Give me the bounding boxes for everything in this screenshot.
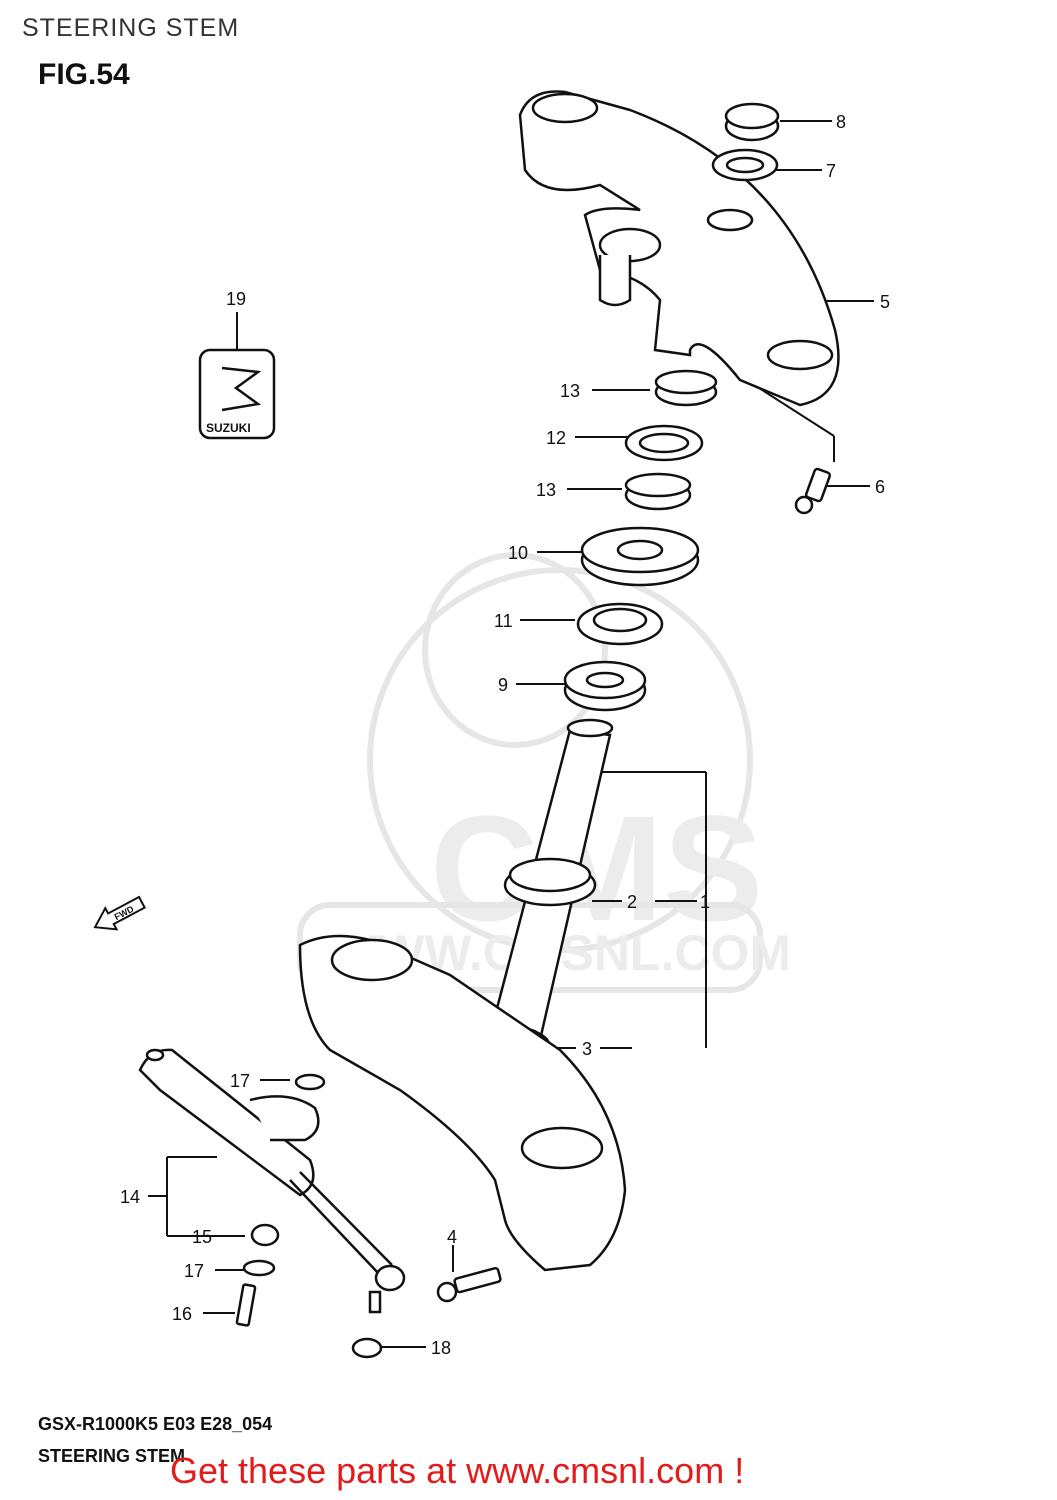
callout-numbers: 8 7 5 19 13 12 6 13 10 11 9 2 1 3 17 14 …	[120, 112, 890, 1358]
callout: 11	[494, 611, 513, 631]
callout: 18	[431, 1338, 451, 1358]
callout: 13	[560, 381, 580, 401]
callout: 9	[498, 675, 508, 695]
callout: 5	[880, 292, 890, 312]
upper-bracket	[518, 90, 840, 407]
callout: 8	[836, 112, 846, 132]
model-code: GSX-R1000K5 E03 E28_054	[38, 1414, 273, 1434]
callout: 14	[120, 1187, 140, 1207]
promo-link[interactable]: Get these parts at www.cmsnl.com !	[170, 1450, 745, 1491]
callout: 13	[536, 480, 556, 500]
callout: 15	[192, 1227, 212, 1247]
callout: 6	[875, 477, 885, 497]
suzuki-logo-text: SUZUKI	[206, 421, 251, 435]
callout: 4	[447, 1227, 457, 1247]
callout: 3	[582, 1039, 592, 1059]
callout: 7	[826, 161, 836, 181]
callout: 12	[546, 428, 566, 448]
callout: 16	[172, 1304, 192, 1324]
figure-number: FIG.54	[38, 58, 130, 91]
page-heading: STEERING STEM	[22, 14, 240, 42]
callout: 19	[226, 289, 246, 309]
footer-title: STEERING STEM	[38, 1446, 186, 1466]
callout: 17	[230, 1071, 250, 1091]
forward-arrow-icon: FWD	[93, 895, 147, 931]
parts: SUZUKI	[138, 90, 840, 1359]
callout: 2	[627, 892, 637, 912]
leader-lines	[148, 120, 874, 1348]
lower-bracket	[298, 934, 627, 1272]
callout: 17	[184, 1261, 204, 1281]
callout: 1	[700, 892, 710, 912]
callout: 10	[508, 543, 528, 563]
watermark-logo: CMS	[430, 784, 763, 952]
